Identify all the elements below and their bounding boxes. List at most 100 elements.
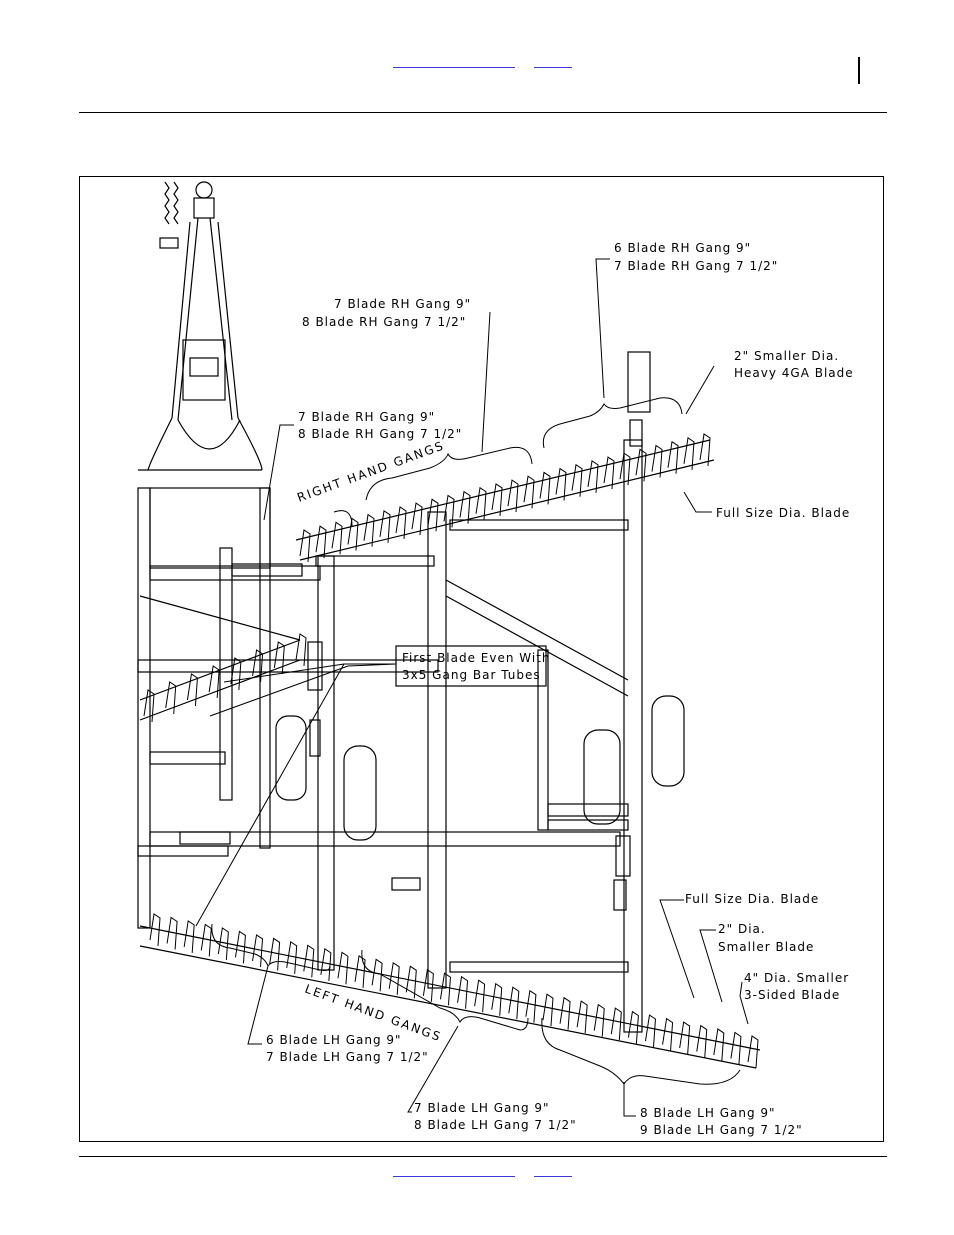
disc-blade xyxy=(508,986,520,1020)
disc-blade xyxy=(683,436,695,470)
disc-blade xyxy=(315,525,327,559)
disc-blade xyxy=(635,448,647,482)
disc-blade xyxy=(337,951,349,985)
disc-blade xyxy=(143,689,155,723)
disc-blade xyxy=(539,471,551,505)
disc-blade xyxy=(166,916,178,950)
disc-blade xyxy=(525,989,537,1023)
disc-blade xyxy=(713,1028,725,1062)
disc-blade xyxy=(662,1017,674,1051)
leader-lines xyxy=(195,258,749,1117)
lh-inner-label-1: 6 Blade LH Gang 9" xyxy=(266,1033,402,1047)
lh-mid-label-1: 7 Blade LH Gang 9" xyxy=(414,1101,550,1115)
disc-blade xyxy=(303,944,315,978)
disc-blade xyxy=(593,1003,605,1037)
disc-blade xyxy=(165,681,177,715)
header-link-2[interactable] xyxy=(534,67,572,68)
disc-blade xyxy=(286,941,298,974)
disc-blade xyxy=(200,923,212,957)
lh-outer-label-2: 9 Blade LH Gang 7 1/2" xyxy=(640,1123,803,1137)
disc-blade xyxy=(269,937,281,971)
disc-blade xyxy=(699,433,711,467)
full-size-rh-label: Full Size Dia. Blade xyxy=(716,506,850,520)
lh-mid-label-2: 8 Blade LH Gang 7 1/2" xyxy=(414,1118,577,1132)
disc-blade xyxy=(234,930,246,964)
disc-blade xyxy=(347,517,359,551)
transport-wheels xyxy=(275,695,685,841)
disc-blade xyxy=(320,948,332,981)
left-hand-blades xyxy=(149,913,759,1069)
disc-blade xyxy=(295,633,307,667)
rh-inner-label-1: 7 Blade RH Gang 9" xyxy=(298,410,435,424)
disc-blade xyxy=(371,958,383,992)
disc-blade xyxy=(252,649,264,683)
rh-mid-label-1: 7 Blade RH Gang 9" xyxy=(334,297,471,311)
smaller-dia-label-2: Heavy 4GA Blade xyxy=(734,366,854,380)
disc-blade xyxy=(354,954,366,988)
disc-blade xyxy=(491,483,503,516)
disc-blade xyxy=(679,1021,691,1055)
first-blade-callout-box xyxy=(395,645,547,687)
right-hand-blades xyxy=(143,433,711,723)
disc-blade xyxy=(363,513,375,547)
disc-blade xyxy=(555,467,567,501)
disc-blade xyxy=(427,498,439,532)
disc-blade xyxy=(644,1014,657,1048)
hitch-assembly xyxy=(147,181,263,471)
four-in-label-1: 4" Dia. Smaller xyxy=(744,971,849,985)
lh-outer-label-1: 8 Blade LH Gang 9" xyxy=(640,1106,776,1120)
disc-blade xyxy=(186,673,198,707)
right-hand-gangs-label: RIGHT HAND GANGS xyxy=(295,438,446,505)
disc-blade xyxy=(149,913,161,947)
footer-rule xyxy=(79,1156,887,1157)
disc-blade xyxy=(395,506,407,539)
disc-blade xyxy=(405,965,417,999)
disc-blade xyxy=(542,993,554,1027)
header-link-1[interactable] xyxy=(393,67,515,68)
disc-blade xyxy=(422,968,434,1002)
lh-inner-label-2: 7 Blade LH Gang 7 1/2" xyxy=(266,1050,429,1064)
two-in-label-1: 2" Dia. xyxy=(718,922,766,936)
first-blade-label-1: First Blade Even With xyxy=(402,651,551,665)
disc-blade xyxy=(696,1024,708,1058)
disc-blade xyxy=(667,440,679,474)
figure-frame xyxy=(79,176,884,1142)
disc-blade xyxy=(411,502,423,536)
disc-blade xyxy=(507,479,519,513)
disc-blade xyxy=(747,1035,759,1069)
disc-blade xyxy=(183,920,195,954)
full-size-lh-label: Full Size Dia. Blade xyxy=(685,892,819,906)
disc-blade xyxy=(230,657,242,691)
disc-blade xyxy=(587,460,599,493)
rh-outer-label-2: 7 Blade RH Gang 7 1/2" xyxy=(614,259,778,273)
gang-braces xyxy=(211,397,741,1085)
disc-blade xyxy=(252,934,264,967)
disc-blade xyxy=(559,996,571,1030)
first-blade-label-2: 3x5 Gang Bar Tubes xyxy=(402,668,541,682)
two-in-label-2: Smaller Blade xyxy=(718,940,814,954)
footer-link-1[interactable] xyxy=(393,1176,515,1177)
disc-blade xyxy=(576,1000,588,1034)
disc-blade xyxy=(273,641,285,675)
rh-mid-label-2: 8 Blade RH Gang 7 1/2" xyxy=(302,315,466,329)
callout-labels: 6 Blade RH Gang 9" 7 Blade RH Gang 7 1/2… xyxy=(266,241,854,1137)
disc-blade xyxy=(651,444,663,478)
disc-blade xyxy=(571,463,583,497)
disc-blade xyxy=(491,982,503,1016)
hydraulic-cylinders xyxy=(179,351,651,911)
disc-blade xyxy=(523,475,535,509)
disc-blade xyxy=(459,490,471,524)
disc-blade xyxy=(439,972,451,1006)
footer-link-2[interactable] xyxy=(534,1176,572,1177)
disc-blade xyxy=(388,961,400,995)
disc-blade xyxy=(379,509,391,543)
disc-blade xyxy=(730,1031,742,1065)
rh-outer-label-1: 6 Blade RH Gang 9" xyxy=(614,241,751,255)
disc-blade xyxy=(299,529,311,563)
header-rule xyxy=(79,112,887,113)
header-page-bar xyxy=(858,57,860,84)
rh-inner-label-2: 8 Blade RH Gang 7 1/2" xyxy=(298,427,462,441)
disc-blade xyxy=(603,456,615,490)
main-frame xyxy=(137,439,643,1033)
